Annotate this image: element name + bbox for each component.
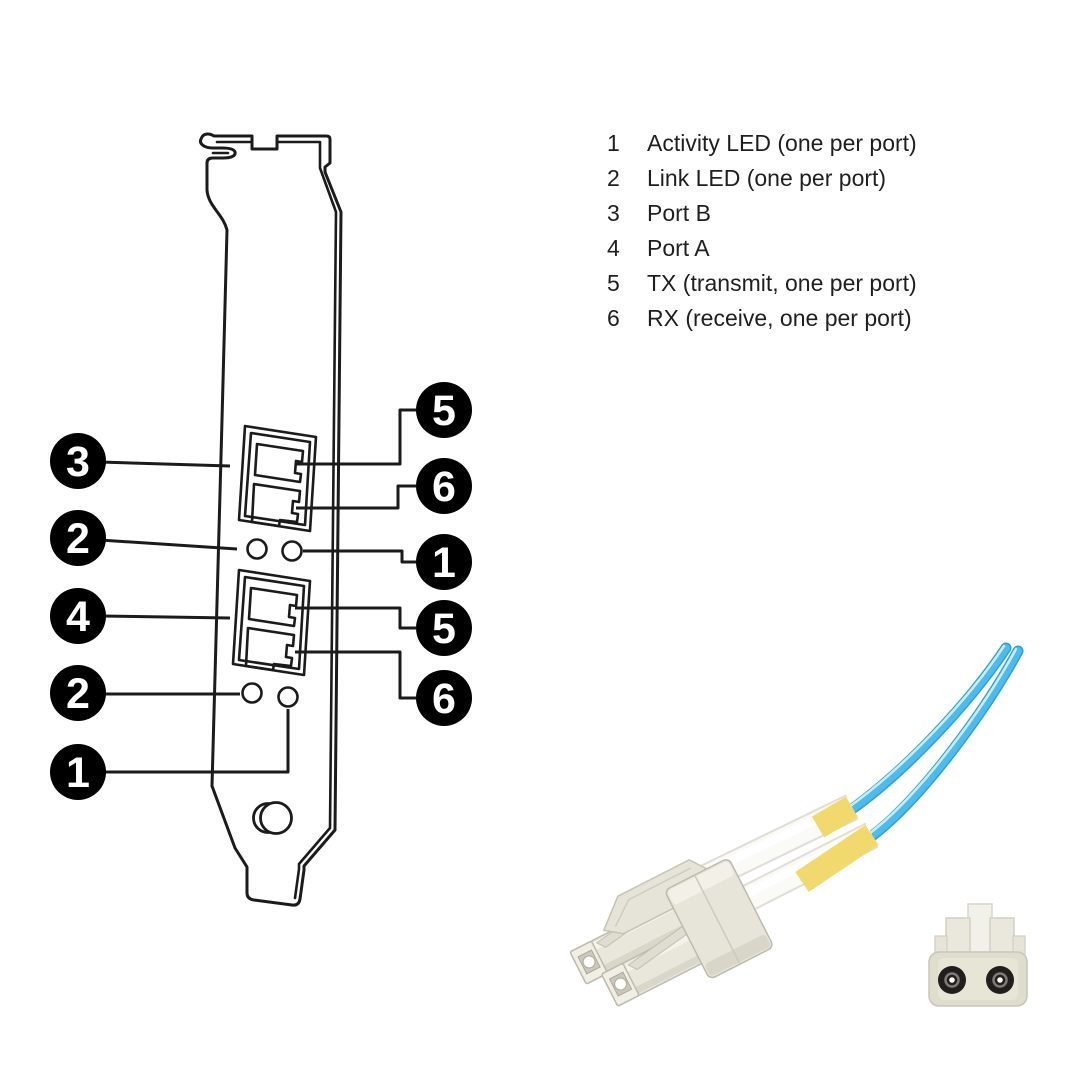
- callout-rx-b: 6: [416, 458, 472, 514]
- legend-row: 2 Link LED (one per port): [607, 161, 917, 196]
- callout-label: 6: [432, 463, 456, 511]
- callout-label: 5: [432, 387, 456, 435]
- callout-label: 6: [432, 675, 456, 723]
- legend-label: RX (receive, one per port): [647, 305, 912, 331]
- callout-badges-left: 3 2 4 2 1: [50, 433, 106, 800]
- callout-label: 5: [432, 605, 456, 653]
- lc-duplex-connector: [569, 859, 773, 1007]
- legend-row: 4 Port A: [607, 231, 917, 266]
- legend-number: 5: [607, 270, 620, 296]
- callout-leader-lines: [99, 408, 416, 774]
- ferrule-right: [986, 966, 1014, 994]
- callout-activity-led-b: 1: [416, 534, 472, 590]
- legend-number: 6: [607, 305, 620, 331]
- screw-hole: [252, 801, 293, 835]
- legend-number: 1: [607, 130, 620, 156]
- legend-row: 3 Port B: [607, 196, 917, 231]
- callout-tx-b: 5: [416, 382, 472, 438]
- callout-port-b: 3: [50, 433, 106, 489]
- legend-number: 4: [607, 235, 620, 261]
- fiber-cable-illustration: [569, 642, 1028, 1007]
- callout-badges-right: 5 6 1 5 6: [416, 382, 472, 726]
- bracket-outline: [199, 132, 343, 907]
- legend: 1 Activity LED (one per port) 2 Link LED…: [607, 126, 917, 336]
- legend-row: 6 RX (receive, one per port): [607, 301, 917, 336]
- legend-row: 1 Activity LED (one per port): [607, 126, 917, 161]
- legend-label: Port A: [647, 235, 710, 261]
- callout-tx-a: 5: [416, 600, 472, 656]
- callout-link-led-a: 2: [50, 665, 106, 721]
- legend-number: 3: [607, 200, 620, 226]
- callout-label: 4: [66, 593, 90, 641]
- callout-activity-led-a: 1: [50, 744, 106, 800]
- led-holes: [241, 538, 303, 708]
- legend-label: Link LED (one per port): [647, 165, 887, 191]
- callout-link-led-b: 2: [50, 510, 106, 566]
- port-cutout: [237, 424, 318, 533]
- callout-rx-a: 6: [416, 670, 472, 726]
- tx-opening: [253, 442, 305, 484]
- blue-fiber-strands: [842, 642, 1024, 842]
- callout-label: 2: [66, 515, 90, 563]
- callout-label: 2: [66, 670, 90, 718]
- callout-label: 1: [66, 749, 90, 797]
- ferrule-left: [938, 966, 966, 994]
- legend-label: Activity LED (one per port): [647, 130, 917, 156]
- lc-connector-face-view: [928, 903, 1028, 1007]
- legend-row: 5 TX (transmit, one per port): [607, 266, 917, 301]
- callout-port-a: 4: [50, 588, 106, 644]
- connector-body-block: [665, 859, 773, 979]
- callout-label: 3: [66, 438, 90, 486]
- callout-label: 1: [432, 539, 456, 587]
- legend-label: TX (transmit, one per port): [647, 270, 917, 296]
- legend-label: Port B: [647, 200, 711, 226]
- legend-number: 2: [607, 165, 620, 191]
- rx-opening: [250, 482, 302, 528]
